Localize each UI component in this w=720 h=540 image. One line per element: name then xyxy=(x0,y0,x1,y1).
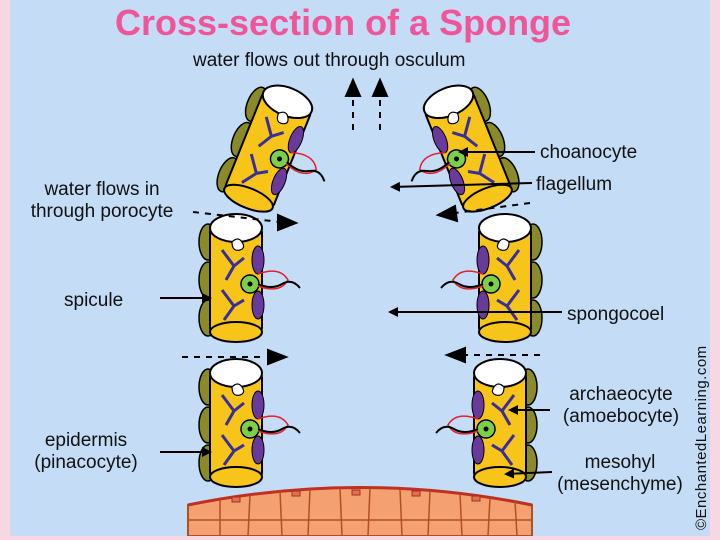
wall-segment-left-bottom xyxy=(198,358,301,488)
choanocyte-collar xyxy=(418,151,451,175)
wall-segment-right-middle xyxy=(440,213,543,343)
sponge-illustration xyxy=(160,77,562,536)
collar-cell-base xyxy=(251,390,265,420)
archaeocyte-cell xyxy=(447,111,460,125)
porocyte-label-line1: water flows in xyxy=(44,179,160,200)
wall-cap xyxy=(473,358,527,388)
wall-bottom xyxy=(478,321,532,343)
collar-cell-base xyxy=(270,167,288,196)
wall-bottom xyxy=(209,321,263,343)
wall-bottom xyxy=(223,183,274,213)
collar-cell-base xyxy=(476,245,490,275)
spongocoel-label: spongocoel xyxy=(567,304,665,325)
mesohyl-label-line2: (mesenchyme) xyxy=(557,474,683,495)
choanocyte-collar xyxy=(257,270,289,290)
archaeocyte-label-line1: archaeocyte xyxy=(569,384,673,405)
archaeocyte-label: archaeocyte (amoebocyte) xyxy=(546,384,696,428)
wall-cap xyxy=(478,213,532,243)
diagram-title: Cross-section of a Sponge xyxy=(115,2,572,43)
archaeocyte-label-line2: (amoebocyte) xyxy=(562,406,680,427)
base-tissue xyxy=(187,486,533,536)
spicule-shape xyxy=(241,153,269,184)
choanocyte-nucleus xyxy=(247,426,253,432)
collar-cell-base xyxy=(476,290,490,320)
epidermis-label-line2: (pinacocyte) xyxy=(34,452,138,473)
porocyte-label: water flows in through porocyte xyxy=(12,179,192,223)
copyright-text: ©EnchantedLearning.com xyxy=(693,345,710,530)
spicule-label: spicule xyxy=(64,290,124,311)
flagellum-whip xyxy=(286,161,326,182)
choanocyte-collar xyxy=(285,151,318,175)
wall-bottom xyxy=(473,466,527,488)
spicule-shape xyxy=(220,394,245,426)
archaeocyte-cell xyxy=(491,383,505,396)
flagellum-whip xyxy=(435,425,479,434)
archaeocyte-cell xyxy=(496,238,510,251)
choanocyte-nucleus xyxy=(454,156,460,162)
archaeocyte-cell xyxy=(231,383,245,396)
collar-cell-base xyxy=(251,435,265,465)
collar-cell-base xyxy=(471,435,485,465)
spicule-shape xyxy=(491,394,516,426)
collar-cell-base xyxy=(251,245,265,275)
archaeocyte-cell xyxy=(231,238,245,251)
choanocyte-collar xyxy=(257,415,289,435)
flagellum-label: flagellum xyxy=(536,174,613,195)
sponge-diagram: Cross-section of a Sponge xyxy=(10,0,710,536)
spicule-shape xyxy=(220,434,245,466)
mesohyl-label-line1: mesohyl xyxy=(584,452,656,473)
spicule-shape xyxy=(496,249,521,281)
label-pointers xyxy=(160,147,562,479)
flagellum-whip xyxy=(257,280,301,289)
spicule-shape xyxy=(496,289,521,321)
water-flow-arrows xyxy=(182,77,540,366)
spicule-shape xyxy=(467,153,495,184)
choanocyte-nucleus xyxy=(247,281,253,287)
choanocyte-nucleus xyxy=(276,156,282,162)
wall-segment-left-top xyxy=(216,84,326,213)
collar-cell-base xyxy=(471,390,485,420)
wall-segment-right-bottom xyxy=(435,358,538,488)
wall-cap xyxy=(209,358,263,388)
choanocyte-collar xyxy=(452,270,484,290)
mesohyl-label: mesohyl (mesenchyme) xyxy=(545,452,695,496)
archaeocyte-cell xyxy=(276,111,289,125)
porocyte-label-line2: through porocyte xyxy=(30,201,174,222)
wall-segment-right-top xyxy=(410,84,520,213)
epidermis-label: epidermis (pinacocyte) xyxy=(16,430,156,474)
collar-cell-base xyxy=(448,167,466,196)
spicule-shape xyxy=(491,434,516,466)
spicule-shape xyxy=(220,289,245,321)
wall-bottom xyxy=(209,466,263,488)
choanocyte-label: choanocyte xyxy=(540,142,638,163)
osculum-label: water flows out through osculum xyxy=(193,50,466,71)
epidermis-label-line1: epidermis xyxy=(44,430,128,451)
flagellum-whip xyxy=(440,280,484,289)
spicule-shape xyxy=(220,249,245,281)
spicule-shape xyxy=(257,116,285,148)
flagellum-whip xyxy=(410,161,450,182)
choanocyte-nucleus xyxy=(483,426,489,432)
spicule-shape xyxy=(451,116,479,148)
choanocyte-collar xyxy=(447,415,479,435)
choanocyte-nucleus xyxy=(488,281,494,287)
collar-cell-base xyxy=(251,290,265,320)
wall-segment-left-middle xyxy=(198,213,301,343)
flagellum-whip xyxy=(257,425,301,434)
